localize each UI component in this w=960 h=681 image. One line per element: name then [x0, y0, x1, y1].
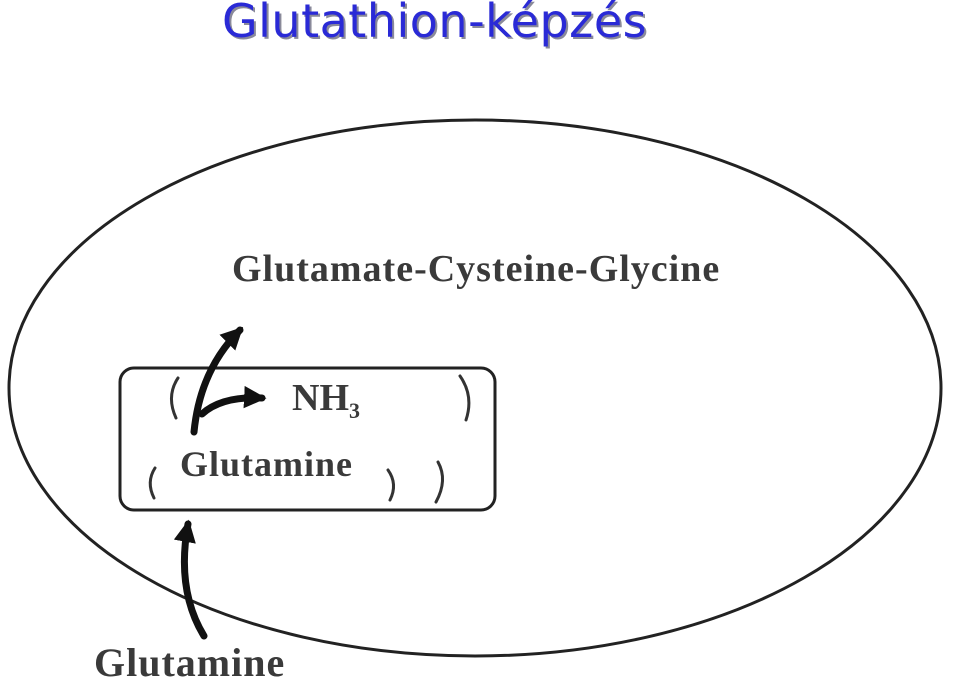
- outer-glutamine-label: Glutamine: [94, 640, 285, 681]
- organelle-compartment: [118, 366, 497, 512]
- inner-glutamine-label: Glutamine: [180, 444, 353, 484]
- slide-title: Glutathion-képzés: [222, 0, 648, 48]
- cell-membrane-ellipse: [7, 118, 943, 658]
- compartment-bracket-marks: [148, 374, 471, 504]
- tripeptide-label: Glutamate-Cysteine-Glycine: [232, 248, 720, 290]
- glutamate-to-tripeptide-arrow: [190, 326, 244, 436]
- ammonia-label: NH3: [292, 377, 360, 423]
- ammonia-release-arrow: [198, 385, 267, 418]
- glutamine-import-arrow: [173, 519, 208, 640]
